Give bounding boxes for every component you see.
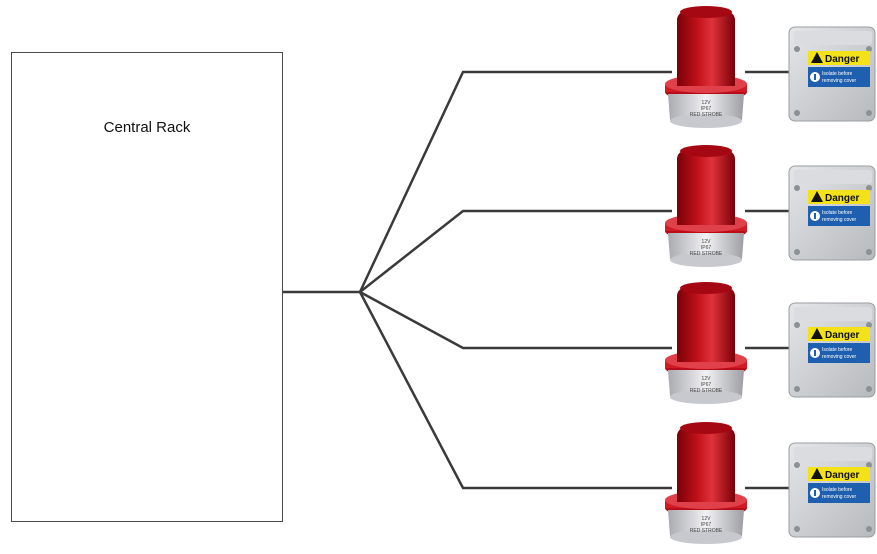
danger-label [808,190,870,204]
danger-label [808,51,870,65]
notice-text: Isolate before [822,347,853,353]
beacon-label: 12V [702,239,712,245]
beacon-label: 12V [702,376,712,382]
warning-icon [811,191,823,202]
notice-text: removing cover [822,354,857,360]
screw [794,249,800,255]
beacon-label: IP67 [701,106,712,112]
screw [794,185,800,191]
warning-icon [811,328,823,339]
screw [794,110,800,116]
screw [866,322,872,328]
central-rack: Central Rack [11,52,283,522]
beacon-label: 12V [702,516,712,522]
branch-wire [358,70,672,293]
beacon-label: RED STROBE [690,112,723,118]
screw [794,46,800,52]
screw [866,110,872,116]
branch-wire [359,290,672,350]
screw [866,185,872,191]
danger-label [808,327,870,341]
notice-text: Isolate before [822,71,853,77]
beacon-label: IP67 [701,382,712,388]
notice-text: Isolate before [822,210,853,216]
screw [866,46,872,52]
notice-label [808,343,870,363]
danger-text: Danger [825,330,860,341]
danger-text: Danger [825,193,860,204]
danger-label [808,467,870,481]
notice-label [808,483,870,503]
notice-text: removing cover [822,494,857,500]
warning-icon [811,52,823,63]
beacon-label: IP67 [701,245,712,251]
beacon-label: RED STROBE [690,251,723,257]
danger-text: Danger [825,470,860,481]
beacon-label: 12V [702,100,712,106]
screw [866,249,872,255]
screw [794,526,800,532]
notice-text: Isolate before [822,487,853,493]
notice-label [808,67,870,87]
screw [866,386,872,392]
notice-label [808,206,870,226]
screw [794,322,800,328]
screw [794,462,800,468]
central-rack-label: Central Rack [103,119,191,136]
branch-wire [358,291,672,490]
beacon-label: RED STROBE [690,388,723,394]
danger-text: Danger [825,54,860,65]
beacon-label: RED STROBE [690,528,723,534]
screw [866,526,872,532]
screw [866,462,872,468]
notice-text: removing cover [822,217,857,223]
screw [794,386,800,392]
warning-icon [811,468,823,479]
beacon-label: IP67 [701,522,712,528]
branch-wire [359,209,672,293]
notice-text: removing cover [822,78,857,84]
